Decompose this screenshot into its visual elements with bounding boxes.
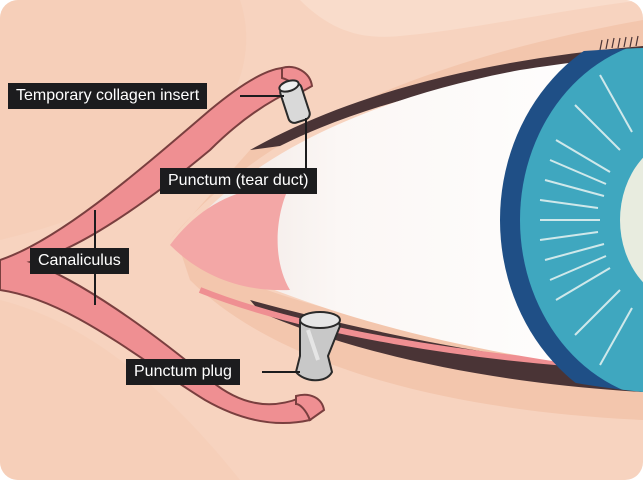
leader-lines (94, 95, 307, 373)
lower-punctum (295, 393, 326, 422)
label-temporary-collagen-insert: Temporary collagen insert (8, 83, 208, 109)
caruncle (170, 185, 290, 291)
collagen-insert-shape (278, 79, 311, 124)
eyelashes (599, 35, 639, 51)
upper-eyelid (170, 20, 643, 240)
label-punctum: Punctum (tear duct) (160, 168, 317, 194)
label-punctum-plug: Punctum plug (126, 359, 240, 385)
brow-highlight (300, 0, 643, 37)
iris-fibers (539, 74, 633, 366)
lower-lash-line (250, 300, 643, 392)
skin-shade-lower (0, 300, 240, 480)
iris-group (500, 48, 643, 392)
label-canaliculus: Canaliculus (30, 248, 129, 274)
skin-shade-upper (0, 0, 247, 240)
punctum-plug-shape (294, 311, 342, 382)
